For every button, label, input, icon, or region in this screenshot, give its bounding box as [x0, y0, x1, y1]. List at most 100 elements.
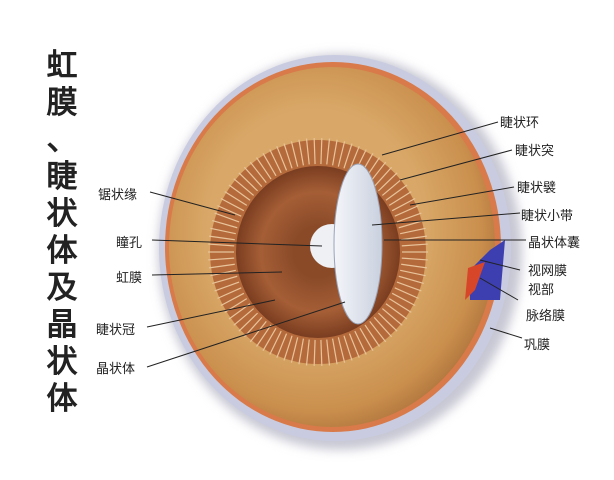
ciliary-ray	[373, 166, 393, 188]
title-char: 、	[46, 122, 78, 158]
leader-lines	[146, 121, 526, 368]
ciliary-ray	[348, 333, 360, 358]
ciliary-ray	[385, 303, 408, 320]
ciliary-ray	[305, 138, 310, 165]
title-char: 晶	[46, 307, 78, 343]
ciliary-ray	[364, 324, 381, 347]
ciliary-ray	[378, 172, 398, 192]
ciliary-ray	[398, 220, 424, 229]
ciliary-ray	[378, 312, 398, 332]
ciliary-ray	[224, 191, 248, 206]
ciliary-ray	[337, 337, 346, 363]
ciliary-ray	[262, 152, 277, 177]
ciliary-ray	[381, 308, 403, 326]
ciliary-ray	[394, 205, 419, 217]
ciliary-ray	[212, 275, 238, 284]
ciliary-ray	[249, 161, 267, 184]
ciliary-ray	[388, 298, 412, 313]
ciliary-ray	[373, 316, 393, 338]
choroid-cut	[470, 240, 505, 300]
ciliary-ray	[233, 178, 255, 196]
ciliary-ray	[238, 312, 258, 332]
ciliary-ray	[381, 178, 403, 196]
title-char: 体	[46, 233, 78, 269]
ciliary-ray	[331, 338, 338, 365]
label-lens: 晶状体	[96, 362, 136, 377]
ciliary-ray	[233, 308, 255, 326]
ciliary-ray	[320, 138, 323, 165]
ciliary-ray	[396, 281, 422, 292]
ciliary-ray	[283, 143, 293, 169]
ciliary-ray	[401, 257, 428, 261]
ciliary-ray	[313, 339, 316, 366]
label-iris: 虹膜	[116, 271, 143, 286]
ciliary-ray	[298, 139, 305, 166]
ciliary-ray	[262, 327, 277, 352]
title-char: 及	[46, 270, 78, 306]
ciliary-ray	[208, 263, 235, 269]
ciliary-ray	[354, 330, 367, 355]
ciliary-ray	[283, 335, 293, 361]
label-pupil: 瞳孔	[116, 236, 143, 251]
ciliary-ray	[249, 320, 267, 343]
ciliary-ray	[238, 172, 258, 192]
ciliary-ray	[276, 146, 288, 171]
ciliary-ray	[398, 275, 424, 284]
label-ciliary-ring: 睫状环	[500, 116, 540, 131]
ciliary-ray	[401, 263, 428, 269]
ciliary-ray	[212, 220, 238, 229]
ciliary-ray	[391, 197, 416, 212]
ciliary-ray	[313, 138, 316, 165]
ciliary-ray	[290, 141, 299, 167]
ciliary-ray	[369, 320, 387, 343]
label-ciliary-fold: 睫状襞	[517, 181, 557, 196]
ciliary-ray	[401, 243, 428, 247]
ciliary-ray	[269, 330, 282, 355]
title-char: 状	[46, 344, 78, 380]
ciliary-ray	[343, 143, 353, 169]
ciliary-ray	[396, 212, 422, 223]
ciliary-ray	[255, 324, 272, 347]
label-choroid: 脉络膜	[526, 309, 566, 324]
ciliary-ray	[208, 235, 235, 241]
ciliary-ray	[255, 157, 272, 180]
ciliary-ray	[326, 138, 331, 165]
label-retina-part: 视部	[528, 283, 555, 298]
diagram-title: 虹 膜 、 睫 状 体 及 晶 状 体	[42, 48, 82, 418]
ciliary-ray	[228, 184, 251, 201]
ciliary-ray	[305, 339, 310, 366]
ciliary-ray	[208, 257, 235, 261]
title-char: 状	[46, 196, 78, 232]
label-sclera: 巩膜	[524, 338, 551, 353]
label-lens-capsule: 晶状体囊	[528, 236, 581, 251]
ciliary-ray	[210, 227, 236, 235]
ciliary-ray	[217, 287, 242, 299]
ciliary-ray	[331, 139, 338, 166]
ciliary-ray	[348, 146, 360, 171]
lens	[333, 163, 383, 325]
ciliary-ray	[385, 184, 408, 201]
ciliary-ray	[337, 141, 346, 167]
ciliary-ray	[243, 166, 263, 188]
ciliary-ray	[388, 191, 412, 206]
ciliary-ray	[401, 235, 428, 241]
ciliary-ray	[214, 281, 240, 292]
ciliary-ray	[243, 316, 263, 338]
label-ciliary-crown: 睫状冠	[96, 323, 136, 338]
ciliary-ray	[343, 335, 353, 361]
ciliary-ray	[214, 212, 240, 223]
ciliary-ray	[394, 287, 419, 299]
ciliary-ray	[400, 227, 426, 235]
label-zonule: 睫状小带	[521, 209, 574, 224]
ciliary-ray	[208, 243, 235, 247]
title-char: 体	[46, 381, 78, 417]
ciliary-ray	[359, 327, 374, 352]
ciliary-ray	[391, 292, 416, 307]
ciliary-ray	[298, 338, 305, 365]
label-retina: 视网膜	[528, 264, 568, 279]
title-char: 睫	[46, 159, 78, 195]
ciliary-ray	[276, 333, 288, 358]
ciliary-ray	[220, 197, 245, 212]
